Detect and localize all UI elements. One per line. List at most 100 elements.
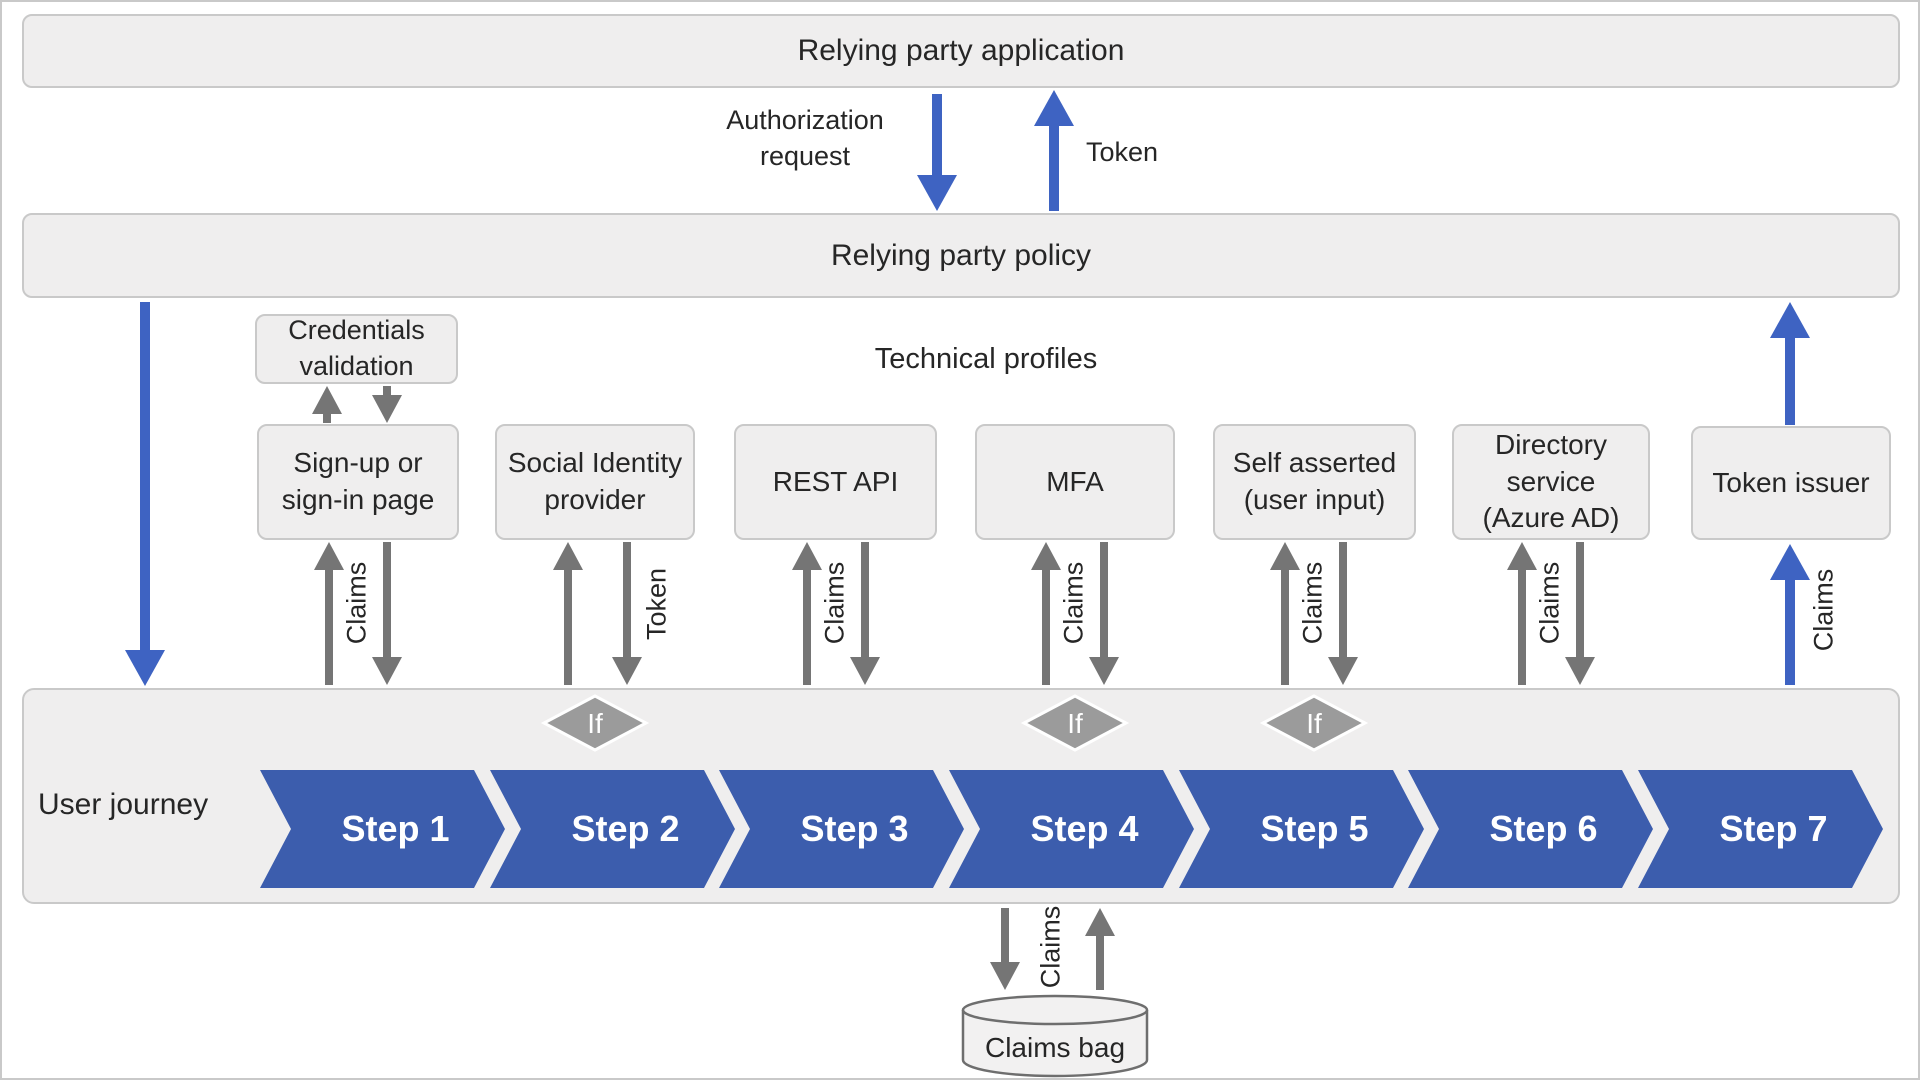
credentials-validation-label: Credentials validation [288,315,425,381]
claims-down-arrow-selfasserted [1328,542,1358,685]
tokenissuer-to-policy-arrow [1770,302,1810,425]
step-chevron-5: Step 5 [1179,770,1424,888]
arrow-shaft [323,414,331,423]
profile-box-token-issuer: Token issuer [1691,426,1891,540]
arrow-shaft [623,542,631,657]
arrow-shaft [383,542,391,657]
arrow-head [990,962,1020,990]
arrow-head [612,657,642,685]
arrow-head [372,657,402,685]
claims-down-arrow-directory [1565,542,1595,685]
arrow-head [792,542,822,570]
arrow-shaft [932,94,942,175]
arrow-head [1085,908,1115,936]
step-label: Step 5 [1260,808,1369,849]
if-label: If [1306,708,1322,739]
arrow-head [372,395,402,423]
step-label: Step 3 [800,808,909,849]
arrow-shaft [564,570,572,685]
claims-label-mfa: Claims [1058,561,1089,645]
if-diamond-step2: If [540,694,650,752]
authorization-request-label: Authorization request [726,105,884,172]
claims-label-claimsbag: Claims [1035,905,1066,989]
claims-bag-cylinder [961,994,1149,1078]
step-chevron-3: Step 3 [719,770,964,888]
profile-box-token-issuer-label: Token issuer [1712,466,1870,498]
arrow-shaft [803,570,811,685]
profile-box-signup-label: Sign-up or sign-in page [281,447,435,515]
authorization-request-arrow [917,94,957,211]
arrow-head [1089,657,1119,685]
arrow-head [125,650,165,686]
user-journey-label: User journey [38,788,209,821]
profile-box-rest-api: REST API [734,424,937,540]
profile-box-social-idp-label: Social Identity provider [507,447,683,515]
profile-box-directory-service-label: Directory service (Azure AD) [1482,428,1620,534]
claimsbag-to-journey-arrow [1085,908,1115,990]
profile-box-mfa-label: MFA [1046,465,1104,497]
step-chevron-7: Step 7 [1638,770,1883,888]
arrow-shaft [861,542,869,657]
claims-down-arrow-signup [372,542,402,685]
step-chevron-2: Step 2 [490,770,735,888]
step-label: Step 1 [341,808,450,849]
arrow-shaft [383,386,391,395]
claims-label-rest: Claims [819,561,850,645]
claims-label-selfasserted: Claims [1297,561,1328,645]
relying-party-application-label: Relying party application [797,34,1125,67]
arrow-shaft [1049,126,1059,211]
arrow-head [1770,544,1810,580]
technical-profiles-title: Technical profiles [874,343,1098,375]
relying-party-application-bar: Relying party application [22,14,1900,88]
profile-box-signup: Sign-up or sign-in page [257,424,459,540]
claims-label-signup: Claims [341,561,372,645]
claims-up-arrow-social [553,542,583,685]
arrow-head [1770,302,1810,338]
arrow-head [1034,90,1074,126]
if-diamond-step5: If [1259,694,1369,752]
arrow-shaft [1096,936,1104,990]
claims-up-arrow-mfa [1031,542,1061,685]
arrow-shaft [1001,908,1009,962]
profile-box-self-asserted: Self asserted (user input) [1213,424,1416,540]
token-label: Token [1086,137,1159,167]
arrow-shaft [140,302,150,650]
step-label: Step 7 [1719,808,1828,849]
claims-up-arrow-rest [792,542,822,685]
profile-box-directory-service: Directory service (Azure AD) [1452,424,1650,540]
step-label: Step 6 [1489,808,1598,849]
if-label: If [587,708,603,739]
claims-bag-label: Claims bag [984,1032,1126,1063]
profile-box-social-idp: Social Identity provider [495,424,695,540]
relying-party-policy-label: Relying party policy [830,238,1092,272]
credentials-down-arrow [372,386,402,423]
arrow-shaft [1518,570,1526,685]
credentials-validation-box: Credentials validation [255,314,458,384]
arrow-shaft [325,570,333,685]
policy-to-journey-arrow [125,302,165,686]
profile-box-rest-api-label: REST API [772,465,899,497]
arrow-shaft [1339,542,1347,657]
arrow-shaft [1785,580,1795,685]
arrow-head [312,386,342,414]
token-down-arrow-social [612,542,642,685]
claims-up-arrow-selfasserted [1270,542,1300,685]
profile-box-self-asserted-label: Self asserted (user input) [1232,447,1397,515]
arrow-shaft [1281,570,1289,685]
claims-up-arrow-signup [314,542,344,685]
profile-box-mfa: MFA [975,424,1175,540]
credentials-up-arrow [312,386,342,423]
step-label: Step 4 [1030,808,1139,849]
arrow-head [917,175,957,211]
arrow-shaft [1042,570,1050,685]
claims-label-directory: Claims [1534,561,1565,645]
cylinder-top [961,994,1149,1026]
token-label-social: Token [641,567,672,641]
step-chevron-6: Step 6 [1408,770,1653,888]
claims-down-arrow-mfa [1089,542,1119,685]
arrow-head [1328,657,1358,685]
claims-up-arrow-tokenissuer [1770,544,1810,685]
arrow-head [1507,542,1537,570]
step-label: Step 2 [571,808,680,849]
